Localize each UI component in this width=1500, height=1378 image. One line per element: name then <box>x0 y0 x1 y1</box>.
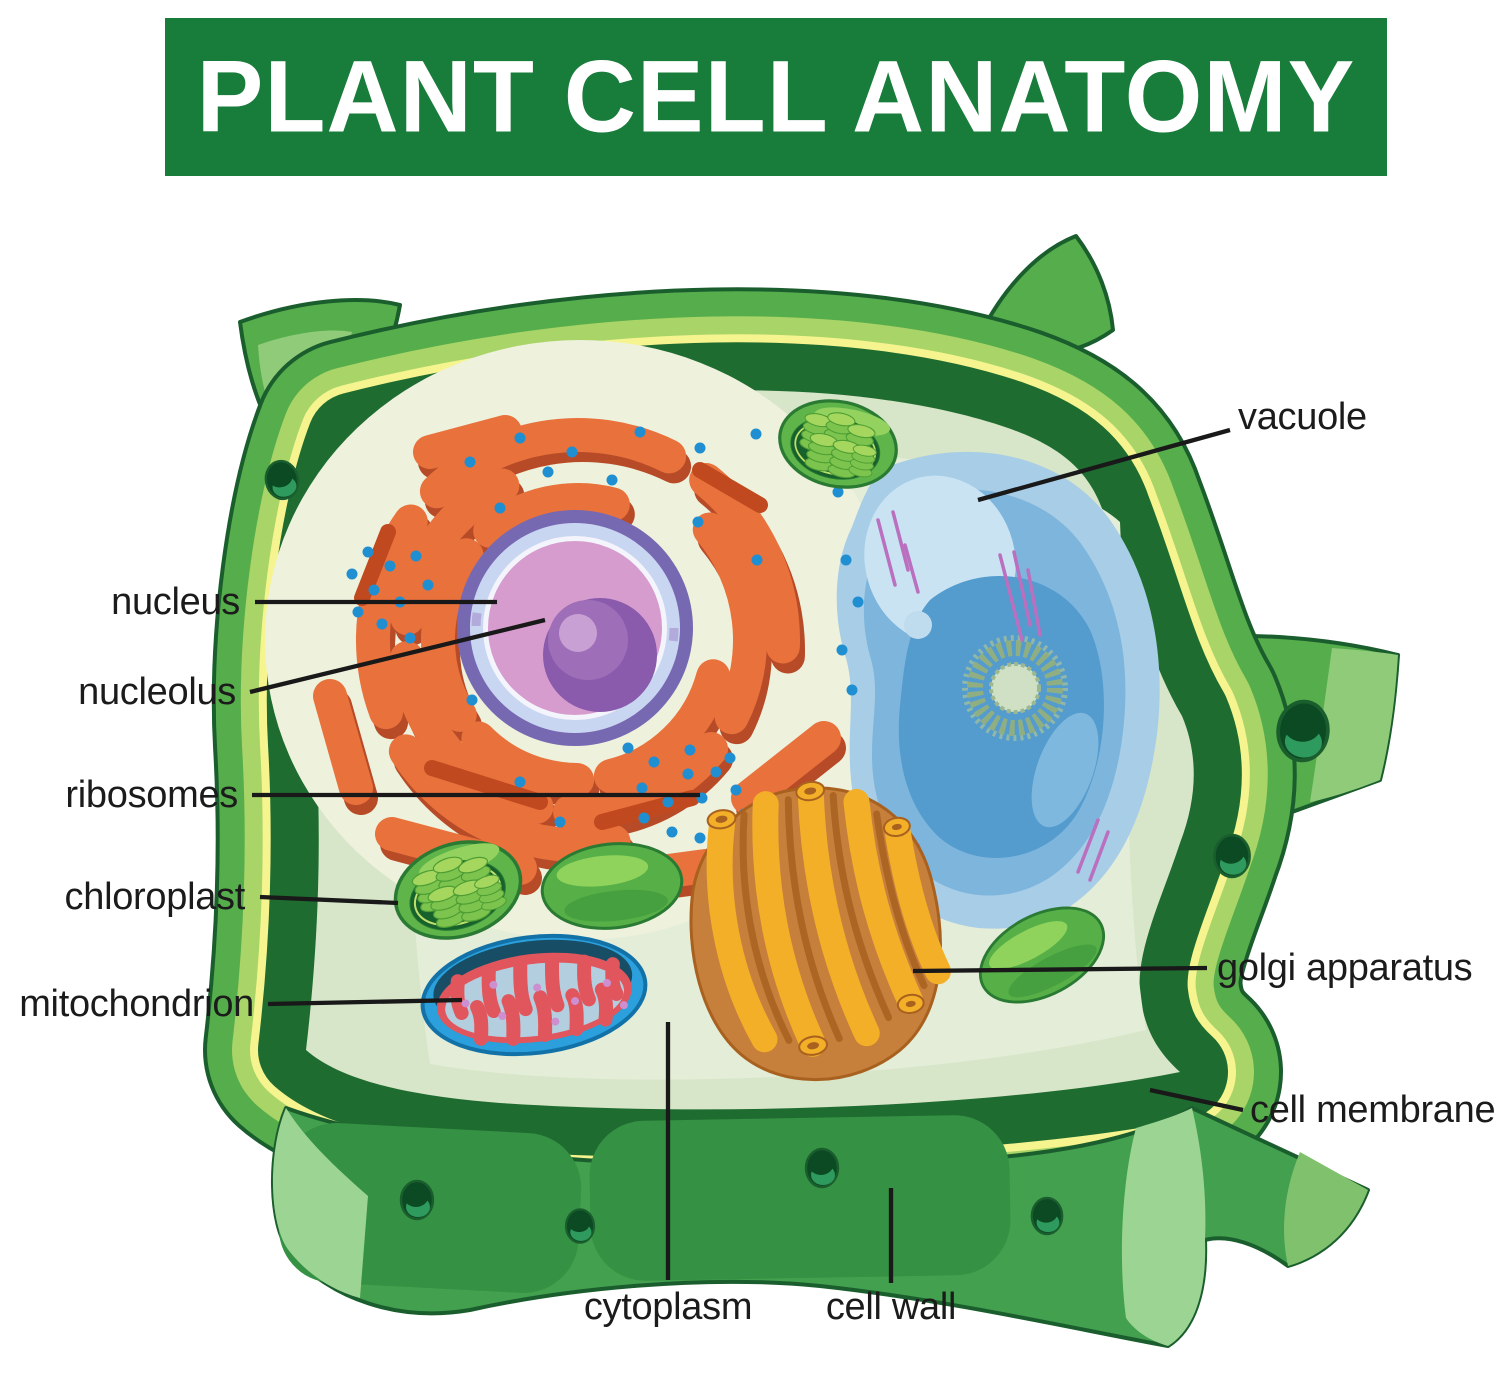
cell-wall-face <box>270 1106 1370 1348</box>
leader-mitochondrion <box>267 997 463 1007</box>
label-cell-wall: cell wall <box>825 1286 957 1328</box>
leader-chloroplast <box>259 894 399 906</box>
nucleus-shape <box>457 510 693 746</box>
leader-golgi <box>912 965 1208 974</box>
label-nucleolus: nucleolus <box>78 671 236 713</box>
label-mitochondrion: mitochondrion <box>19 983 254 1025</box>
label-cytoplasm: cytoplasm <box>583 1286 753 1328</box>
title-banner: PLANT CELL ANATOMY <box>165 18 1387 176</box>
label-ribosomes: ribosomes <box>65 774 238 816</box>
label-vacuole: vacuole <box>1238 396 1367 438</box>
mitochondrion-shape <box>420 933 648 1057</box>
leader-cell-membrane <box>1149 1087 1244 1113</box>
page-title: PLANT CELL ANATOMY <box>196 39 1356 154</box>
label-nucleus: nucleus <box>111 581 240 623</box>
golgi-apparatus-shape <box>689 780 951 1082</box>
leader-lines <box>249 427 1244 1283</box>
vacuole-shape <box>836 451 1160 929</box>
leader-nucleolus <box>249 617 546 695</box>
leader-vacuole <box>977 427 1231 503</box>
label-chloroplast: chloroplast <box>64 876 246 918</box>
label-golgi-apparatus: golgi apparatus <box>1217 947 1473 989</box>
nucleolus-shape <box>543 598 657 712</box>
label-cell-membrane: cell membrane <box>1250 1089 1496 1131</box>
